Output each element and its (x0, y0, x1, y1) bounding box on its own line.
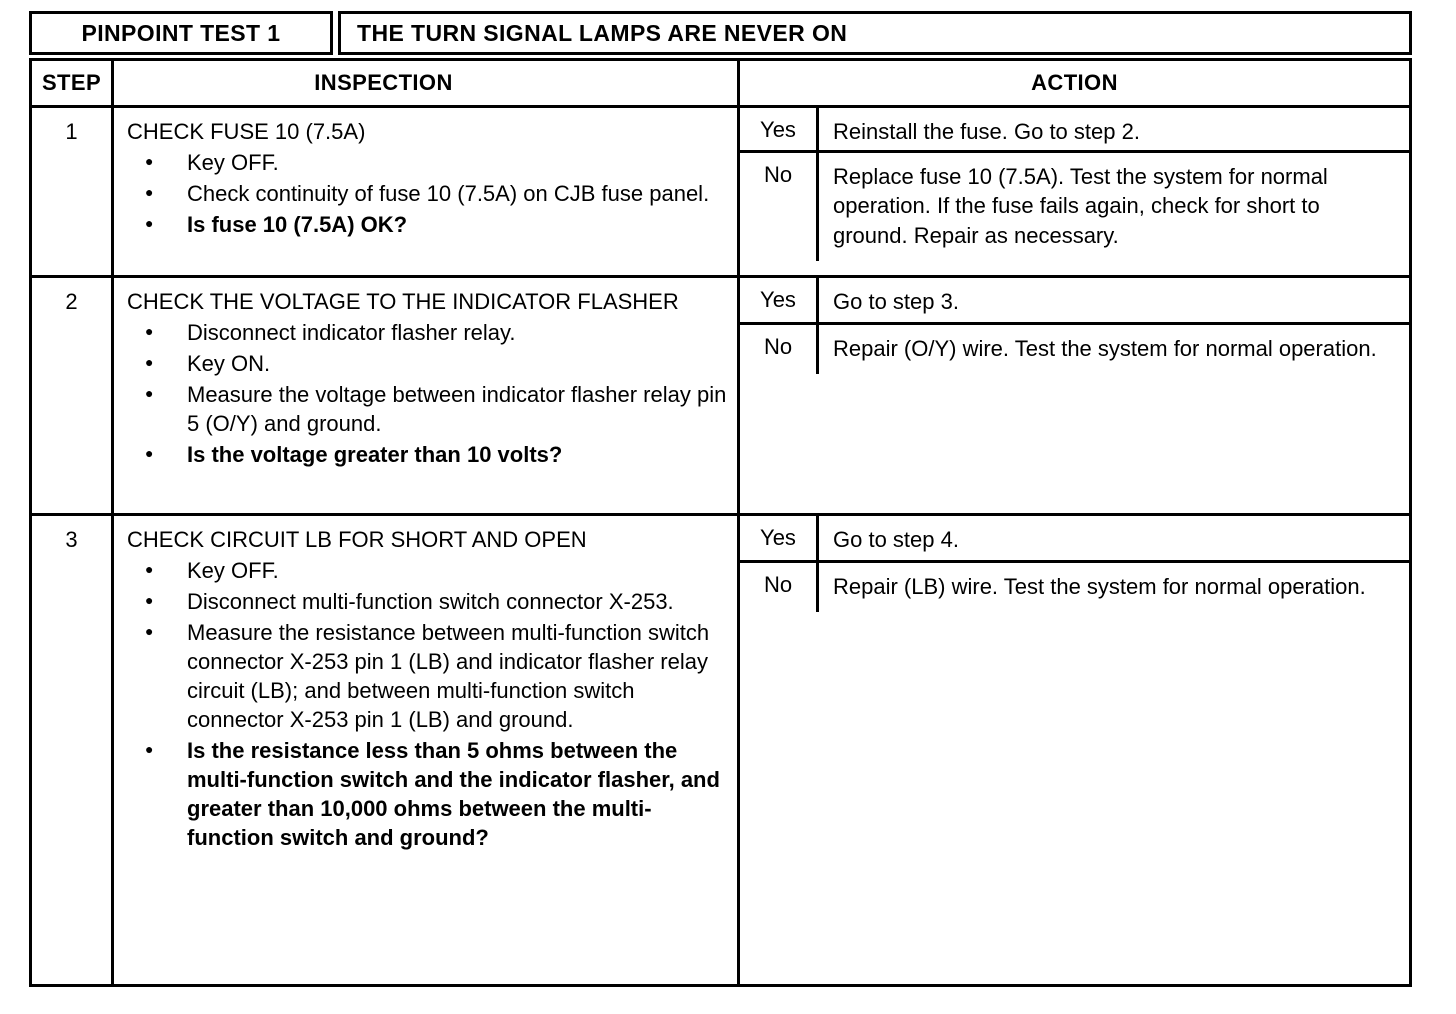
action-no-text: Repair (O/Y) wire. Test the system for n… (833, 336, 1377, 361)
list-item: Key OFF. (127, 148, 727, 177)
step-number: 3 (65, 527, 78, 552)
action-no-label: No (740, 563, 819, 613)
inspection-cell: CHECK FUSE 10 (7.5A) Key OFF. Check cont… (114, 108, 740, 275)
action-yes-row: Yes Reinstall the fuse. Go to step 2. (740, 108, 1409, 153)
action-yes-label: Yes (740, 516, 819, 560)
list-item: Measure the voltage between indicator fl… (127, 380, 727, 438)
header-inspection-label: INSPECTION (314, 70, 453, 95)
table-header-row: STEP INSPECTION ACTION (32, 61, 1409, 108)
table-row: 3 CHECK CIRCUIT LB FOR SHORT AND OPEN Ke… (32, 516, 1409, 984)
test-label: PINPOINT TEST 1 (81, 19, 281, 46)
action-yes-row: Yes Go to step 4. (740, 516, 1409, 563)
list-item: Check continuity of fuse 10 (7.5A) on CJ… (127, 179, 727, 208)
list-item-question: Is the voltage greater than 10 volts? (127, 440, 727, 469)
step-number-cell: 2 (32, 278, 114, 513)
action-yes-text: Go to step 3. (833, 289, 959, 314)
step-number: 1 (65, 119, 78, 144)
action-yes-label: Yes (740, 108, 819, 150)
action-cell: Yes Reinstall the fuse. Go to step 2. No… (740, 108, 1409, 275)
list-item-question: Is the resistance less than 5 ohms betwe… (127, 736, 727, 852)
list-item: Key OFF. (127, 556, 727, 585)
header-cell-step: STEP (32, 61, 114, 105)
inspection-bullet-list: Key OFF. Check continuity of fuse 10 (7.… (127, 148, 727, 239)
inspection-cell: CHECK THE VOLTAGE TO THE INDICATOR FLASH… (114, 278, 740, 513)
inspection-title: CHECK CIRCUIT LB FOR SHORT AND OPEN (127, 527, 587, 552)
inspection-cell: CHECK CIRCUIT LB FOR SHORT AND OPEN Key … (114, 516, 740, 984)
list-item: Measure the resistance between multi-fun… (127, 618, 727, 734)
header-cell-action: ACTION (740, 61, 1409, 105)
action-no-row: No Repair (LB) wire. Test the system for… (740, 563, 1409, 613)
table-row: 1 CHECK FUSE 10 (7.5A) Key OFF. Check co… (32, 108, 1409, 278)
step-number-cell: 3 (32, 516, 114, 984)
action-yes-text: Go to step 4. (833, 527, 959, 552)
action-no-row: No Replace fuse 10 (7.5A). Test the syst… (740, 153, 1409, 261)
title-bar: PINPOINT TEST 1 THE TURN SIGNAL LAMPS AR… (29, 11, 1412, 55)
header-action-label: ACTION (1031, 70, 1118, 95)
action-no-text: Replace fuse 10 (7.5A). Test the system … (833, 164, 1328, 248)
action-yes-row: Yes Go to step 3. (740, 278, 1409, 325)
action-yes-label: Yes (740, 278, 819, 322)
inspection-title: CHECK FUSE 10 (7.5A) (127, 119, 366, 144)
pinpoint-test-table: STEP INSPECTION ACTION 1 CHECK FUSE 10 (… (29, 58, 1412, 987)
action-yes-text: Reinstall the fuse. Go to step 2. (833, 119, 1140, 144)
action-no-text: Repair (LB) wire. Test the system for no… (833, 574, 1366, 599)
table-row: 2 CHECK THE VOLTAGE TO THE INDICATOR FLA… (32, 278, 1409, 516)
test-description-box: THE TURN SIGNAL LAMPS ARE NEVER ON (338, 11, 1412, 55)
list-item: Disconnect indicator flasher relay. (127, 318, 727, 347)
action-cell: Yes Go to step 3. No Repair (O/Y) wire. … (740, 278, 1409, 513)
inspection-bullet-list: Key OFF. Disconnect multi-function switc… (127, 556, 727, 852)
step-number-cell: 1 (32, 108, 114, 275)
test-label-box: PINPOINT TEST 1 (29, 11, 333, 55)
inspection-bullet-list: Disconnect indicator flasher relay. Key … (127, 318, 727, 469)
inspection-title: CHECK THE VOLTAGE TO THE INDICATOR FLASH… (127, 289, 679, 314)
header-cell-inspection: INSPECTION (114, 61, 740, 105)
action-cell: Yes Go to step 4. No Repair (LB) wire. T… (740, 516, 1409, 984)
list-item-question: Is fuse 10 (7.5A) OK? (127, 210, 727, 239)
action-no-label: No (740, 325, 819, 375)
list-item: Key ON. (127, 349, 727, 378)
action-no-label: No (740, 153, 819, 261)
step-number: 2 (65, 289, 78, 314)
list-item: Disconnect multi-function switch connect… (127, 587, 727, 616)
action-no-row: No Repair (O/Y) wire. Test the system fo… (740, 325, 1409, 375)
header-step-label: STEP (41, 70, 102, 95)
test-description: THE TURN SIGNAL LAMPS ARE NEVER ON (357, 19, 848, 46)
